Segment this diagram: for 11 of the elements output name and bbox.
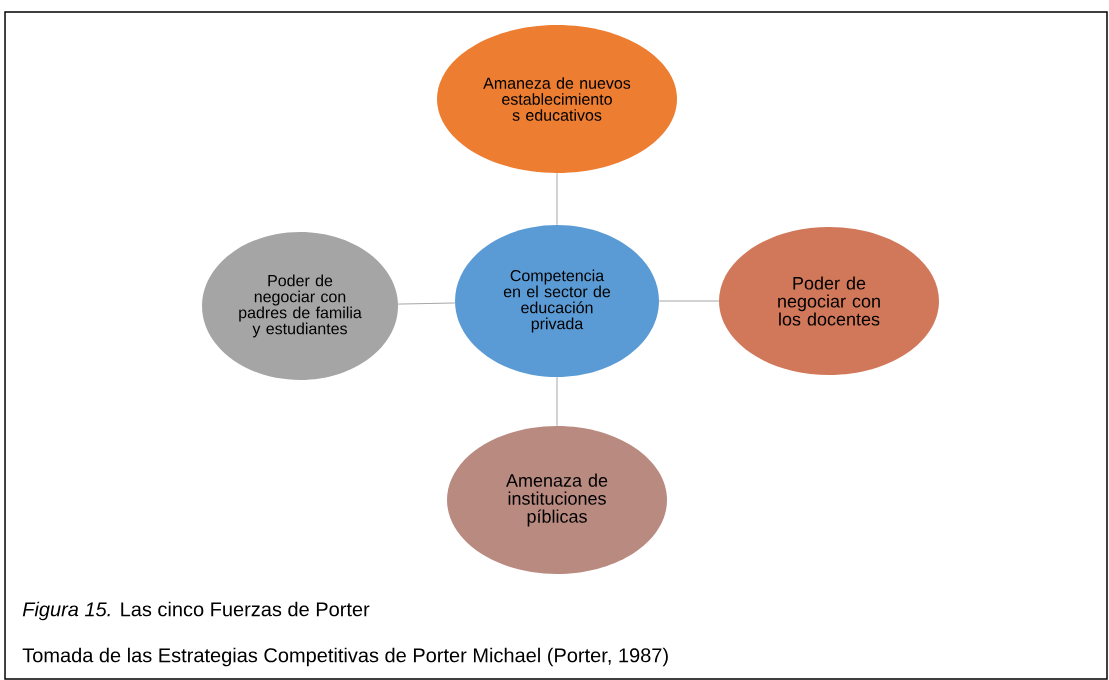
ellipse-node: Competencia en el sector de educación privada — [455, 225, 659, 377]
ellipse-node: Amaneza de nuevos establecimiento s educativos — [437, 25, 677, 173]
ellipse-node: Amenaza de instituciones píblicas — [447, 426, 667, 574]
source-note: Tomada de las Estrategias Competitivas de Porter Michael (Porter, 1987) — [22, 647, 668, 667]
connector-line — [397, 302, 456, 305]
connector-line — [556, 376, 558, 427]
connector-line — [556, 172, 558, 226]
ellipse-node: Poder de negociar con los docentes — [719, 227, 939, 375]
connector-line — [658, 300, 720, 302]
caption: Figura 15. Las cinco Fuerzas de Porter — [22, 601, 370, 621]
ellipse-node: Poder de negociar con padres de familia y estudiantes — [202, 232, 398, 380]
